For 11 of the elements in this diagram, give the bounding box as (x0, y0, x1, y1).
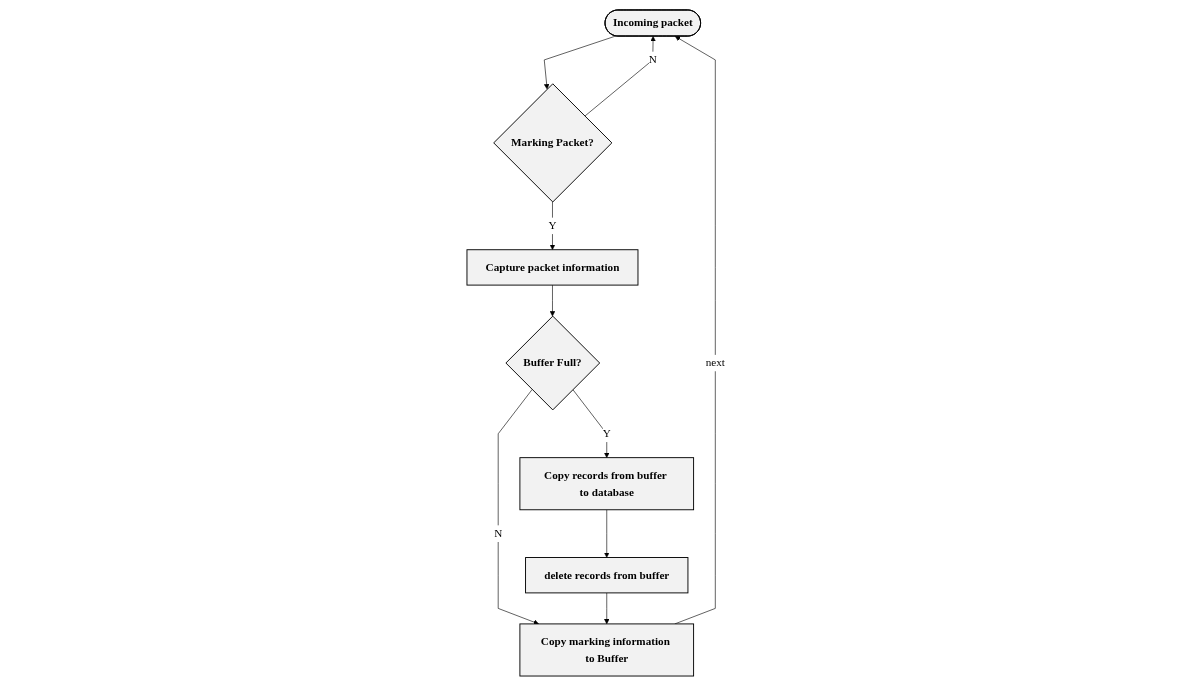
edge-label: Y (602, 427, 611, 440)
node-box: Capture packet information (466, 249, 639, 286)
node-box: Copy marking information to Buffer (519, 623, 695, 677)
node-diamond: Marking Packet? (493, 83, 613, 203)
node-box: delete records from buffer (525, 557, 689, 594)
edge-label: next (705, 356, 725, 369)
edge-label: N (648, 53, 657, 66)
node-diamond: Buffer Full? (505, 315, 601, 411)
edge-label: Y (548, 219, 557, 232)
edge-label: N (494, 527, 503, 540)
node-box: Copy records from buffer to database (519, 457, 695, 511)
